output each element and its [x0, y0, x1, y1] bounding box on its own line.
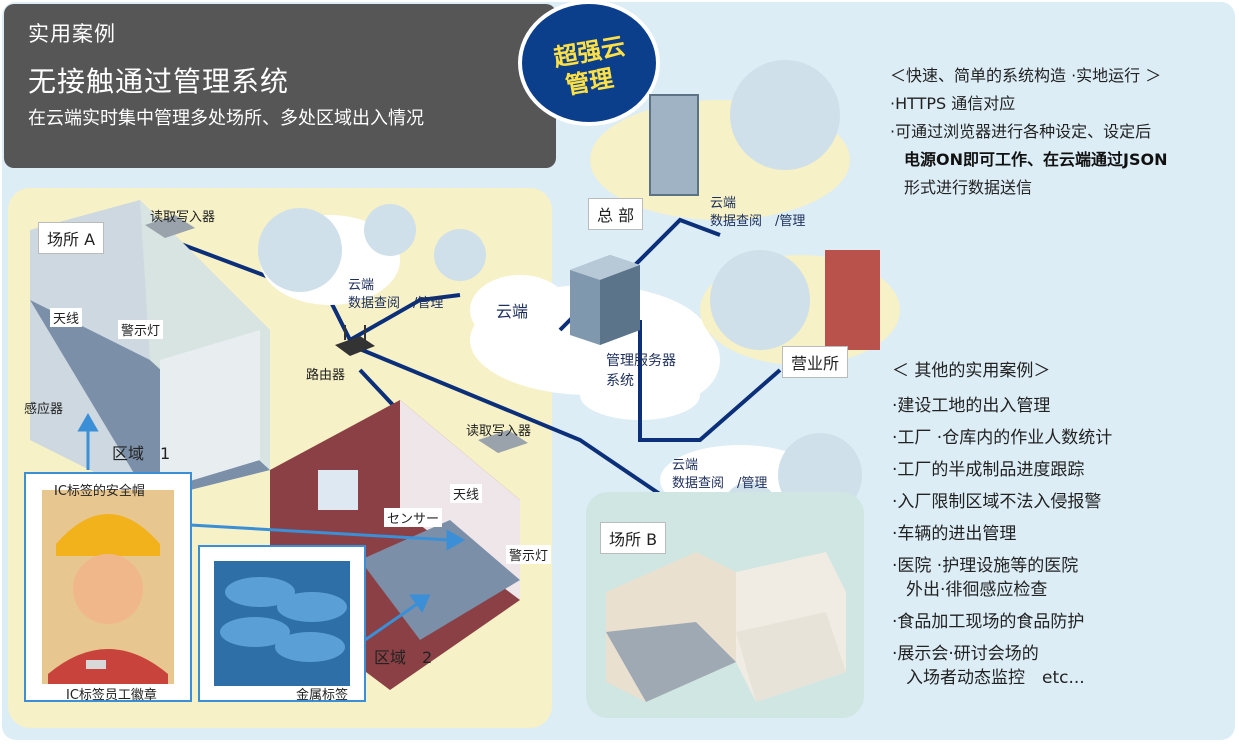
zone2-reader-label: 读取写入器	[466, 424, 532, 439]
category-label: 实用案例	[28, 22, 116, 46]
sales-office-scene	[700, 250, 900, 365]
server-label: 管理服务器	[606, 353, 676, 369]
case-item: ·车辆的进出管理	[892, 524, 1017, 544]
helmet-tag-box	[24, 472, 192, 702]
features-panel: ＜快速、简单的系统构造 ·实地运行 ＞ ·HTTPS 通信对应 ·可通过浏览器进…	[890, 62, 1230, 198]
zone1-label: 区域 1	[112, 444, 171, 463]
management-server	[570, 255, 640, 345]
cloud-label: 云端	[496, 302, 529, 321]
other-cases-panel: ＜ 其他的实用案例＞ ·建设工地的出入管理 ·工厂 ·仓库内的作业人数统计 ·工…	[892, 356, 1232, 688]
tag-arrows	[77, 412, 466, 642]
zone2-sensor-label: センサー	[384, 508, 443, 527]
site-a-sensor-label: 感应器	[24, 402, 64, 417]
site-a-cloud-sublabel: 数据查阅 /管理	[348, 296, 444, 311]
hq-label: 总 部	[588, 198, 644, 230]
hq-cloud-label: 云端	[710, 196, 737, 211]
case-item: ·工厂 ·仓库内的作业人数统计	[892, 428, 1113, 448]
case-item: ·入厂限制区域不法入侵报警	[892, 492, 1102, 512]
page-subtitle: 在云端实时集中管理多处场所、多处区域出入情况	[28, 108, 424, 129]
metal-tag-box	[198, 545, 366, 702]
cloud-management-badge: 超强云 管理	[518, 0, 660, 126]
helmet-tag-label: IC标签的安全帽	[54, 484, 145, 499]
hq-cloud-sublabel: 数据查阅 /管理	[710, 214, 806, 229]
site-a-cloud-label: 云端	[348, 278, 375, 293]
worker-illustration	[42, 490, 174, 684]
case-item: ·建设工地的出入管理	[892, 396, 1051, 416]
site-b-illustration	[606, 552, 846, 702]
server-sublabel: 系统	[606, 373, 634, 389]
case-item-continued: 外出·徘徊感应检查	[906, 580, 1048, 600]
site-a-label: 场所 A	[38, 222, 105, 254]
case-item: ·展示会·研讨会场的	[892, 644, 1039, 664]
feature-item-2: ·可通过浏览器进行各种设定、设定后	[890, 122, 1152, 141]
site-b-cloud-sublabel: 数据查阅 /管理	[672, 476, 768, 491]
zone2-antenna-label: 天线	[450, 484, 483, 503]
header-panel: 实用案例 无接触通过管理系统 在云端实时集中管理多处场所、多处区域出入情况	[4, 4, 556, 168]
case-item: ·食品加工现场的食品防护	[892, 612, 1085, 632]
zone2-warning-light-label: 警示灯	[506, 545, 552, 564]
case-item: ·工厂的半成制品进度跟踪	[892, 460, 1085, 480]
router-label: 路由器	[306, 368, 346, 383]
site-a-warning-light-label: 警示灯	[118, 320, 164, 339]
zone2-label: 区域 2	[374, 648, 433, 667]
metal-tag-label: 金属标签	[296, 688, 349, 703]
hq-scene	[590, 60, 850, 220]
case-item: ·医院 ·护理设施等的医院	[892, 556, 1079, 576]
site-a-monitoring-scene	[258, 204, 486, 305]
sales-office-label: 营业所	[782, 346, 849, 378]
features-heading: ＜快速、简单的系统构造 ·实地运行 ＞	[890, 66, 1162, 85]
page-title: 无接触通过管理系统	[28, 65, 290, 98]
site-b-cloud-label: 云端	[672, 458, 699, 473]
other-cases-heading: ＜ 其他的实用案例＞	[892, 361, 1051, 381]
router-device	[335, 325, 375, 356]
badge-tag-label: IC标签员工徽章	[66, 688, 157, 703]
site-b-label: 场所 B	[600, 522, 667, 554]
feature-item-4: 形式进行数据送信	[904, 178, 1033, 197]
site-a-reader-label: 读取写入器	[150, 210, 216, 225]
feature-item-1: ·HTTPS 通信对应	[890, 94, 1016, 113]
site-a-antenna-label: 天线	[50, 308, 83, 327]
drums-illustration	[214, 561, 350, 686]
case-item-continued: 入场者动态监控 etc...	[906, 668, 1085, 688]
feature-item-3: 电源ON即可工作、在云端通过JSON	[904, 150, 1168, 169]
